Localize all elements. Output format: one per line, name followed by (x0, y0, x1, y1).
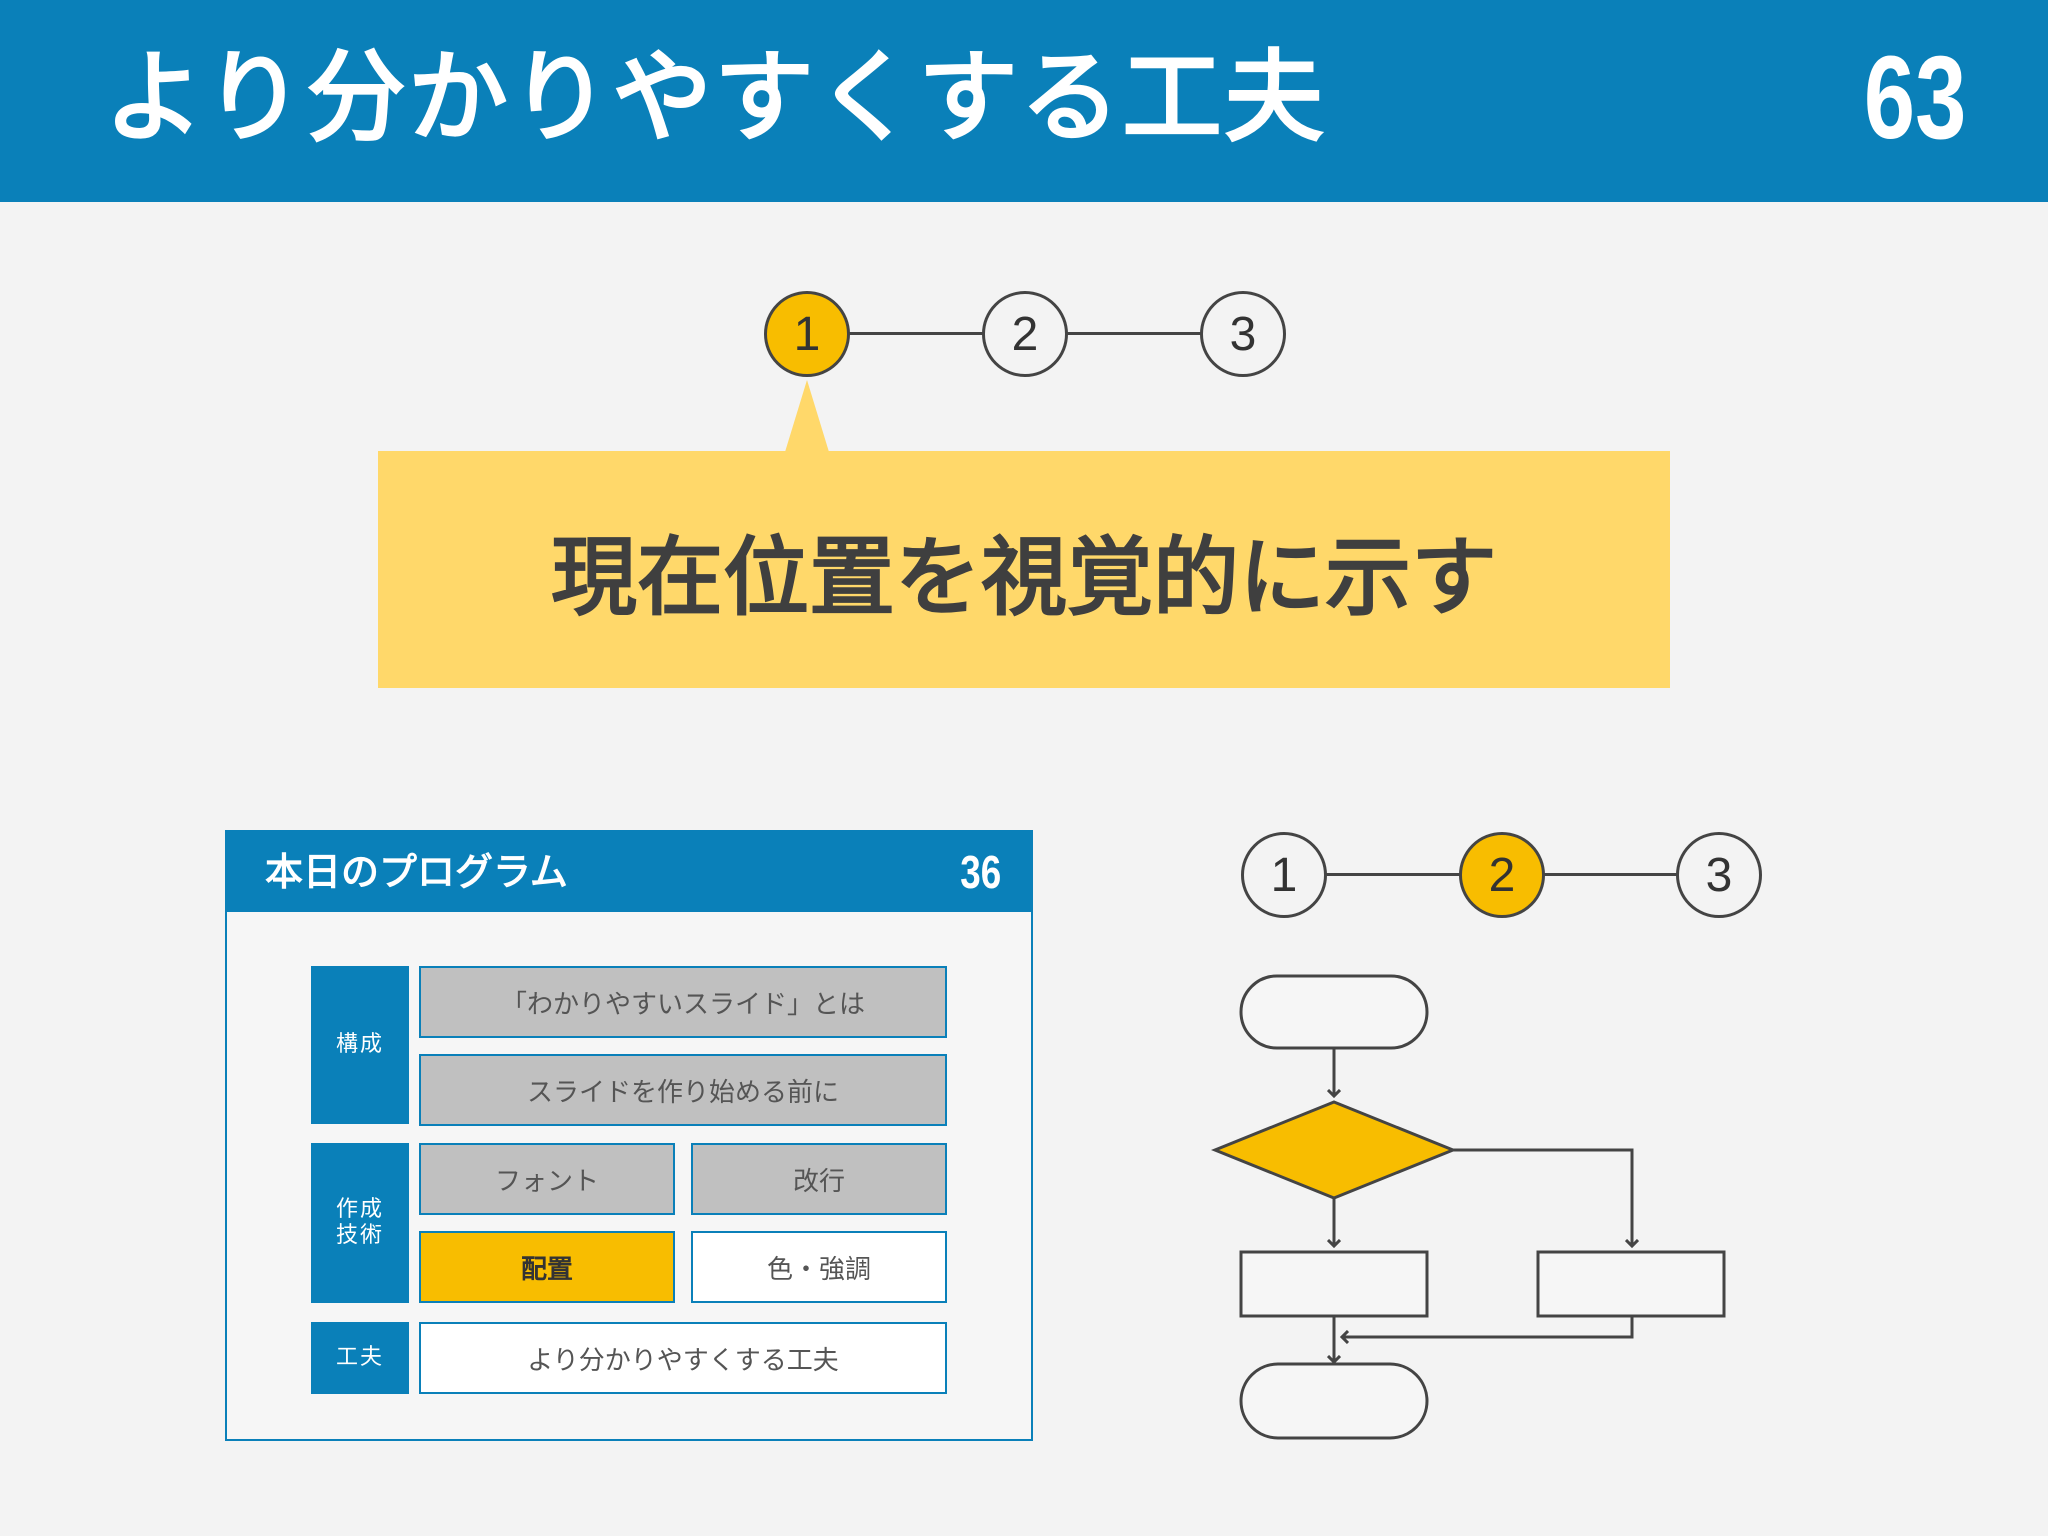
item-font-label: フォント (494, 1166, 599, 1197)
page-number: 63 (1863, 32, 1966, 164)
flow-step-3: 3 (1676, 832, 1762, 918)
category-tips-label: 工夫 (335, 1345, 384, 1370)
item-color: 色・強調 (691, 1231, 947, 1303)
page-title: より分かりやすくする工夫 (104, 39, 1326, 156)
item-tips-label: より分かりやすくする工夫 (527, 1345, 839, 1376)
item-linebreak-label: 改行 (792, 1166, 845, 1197)
top-step-3: 3 (1200, 291, 1286, 377)
callout-text: 現在位置を視覚的に示す (551, 528, 1497, 628)
top-step-2-label: 2 (1011, 307, 1039, 361)
category-structure: 構成 (311, 966, 409, 1124)
flow-arrow-decision-to-right (1453, 1148, 1632, 1246)
item-font: フォント (419, 1143, 675, 1215)
flow-decision-diamond (1210, 1100, 1458, 1200)
top-step-3-label: 3 (1229, 307, 1257, 361)
callout-box: 現在位置を視覚的に示す (378, 451, 1670, 688)
thumbnail-page-number: 36 (960, 846, 1001, 898)
category-tips: 工夫 (311, 1322, 409, 1394)
item-intro: 「わかりやすいスライド」とは (419, 966, 947, 1038)
program-slide-thumbnail: 本日のプログラム 36 構成 作成 技術 工夫 「わかりやすいスライド」とは ス… (225, 830, 1033, 1441)
category-technique-label: 作成 技術 (335, 1197, 384, 1248)
item-color-label: 色・強調 (766, 1254, 871, 1285)
category-structure-label: 構成 (335, 1032, 384, 1057)
top-step-1: 1 (764, 291, 850, 377)
item-layout: 配置 (419, 1231, 675, 1303)
thumbnail-header: 本日のプログラム 36 (227, 832, 1031, 912)
flow-end-terminal (1239, 1362, 1429, 1440)
thumbnail-title: 本日のプログラム (265, 850, 568, 894)
top-step-2: 2 (982, 291, 1068, 377)
flow-step-2-label: 2 (1488, 848, 1516, 902)
top-step-1-label: 1 (793, 307, 821, 361)
flowchart-diagram (1210, 974, 1726, 1440)
flow-process-left (1239, 1250, 1429, 1318)
flow-start-terminal (1239, 974, 1429, 1050)
item-before: スライドを作り始める前に (419, 1054, 947, 1126)
flow-step-1-label: 1 (1270, 848, 1298, 902)
header-bar: より分かりやすくする工夫 63 (0, 0, 2048, 202)
item-tips: より分かりやすくする工夫 (419, 1322, 947, 1394)
flow-process-right (1536, 1250, 1726, 1318)
category-technique: 作成 技術 (311, 1143, 409, 1303)
flow-step-3-label: 3 (1705, 848, 1733, 902)
item-linebreak: 改行 (691, 1143, 947, 1215)
item-layout-label: 配置 (520, 1254, 573, 1285)
item-before-label: スライドを作り始める前に (526, 1077, 839, 1108)
flow-step-1: 1 (1241, 832, 1327, 918)
flow-step-2: 2 (1459, 832, 1545, 918)
item-intro-label: 「わかりやすいスライド」とは (500, 989, 865, 1020)
flow-arrow-right-to-merge (1342, 1316, 1634, 1337)
callout-pointer (785, 380, 829, 452)
